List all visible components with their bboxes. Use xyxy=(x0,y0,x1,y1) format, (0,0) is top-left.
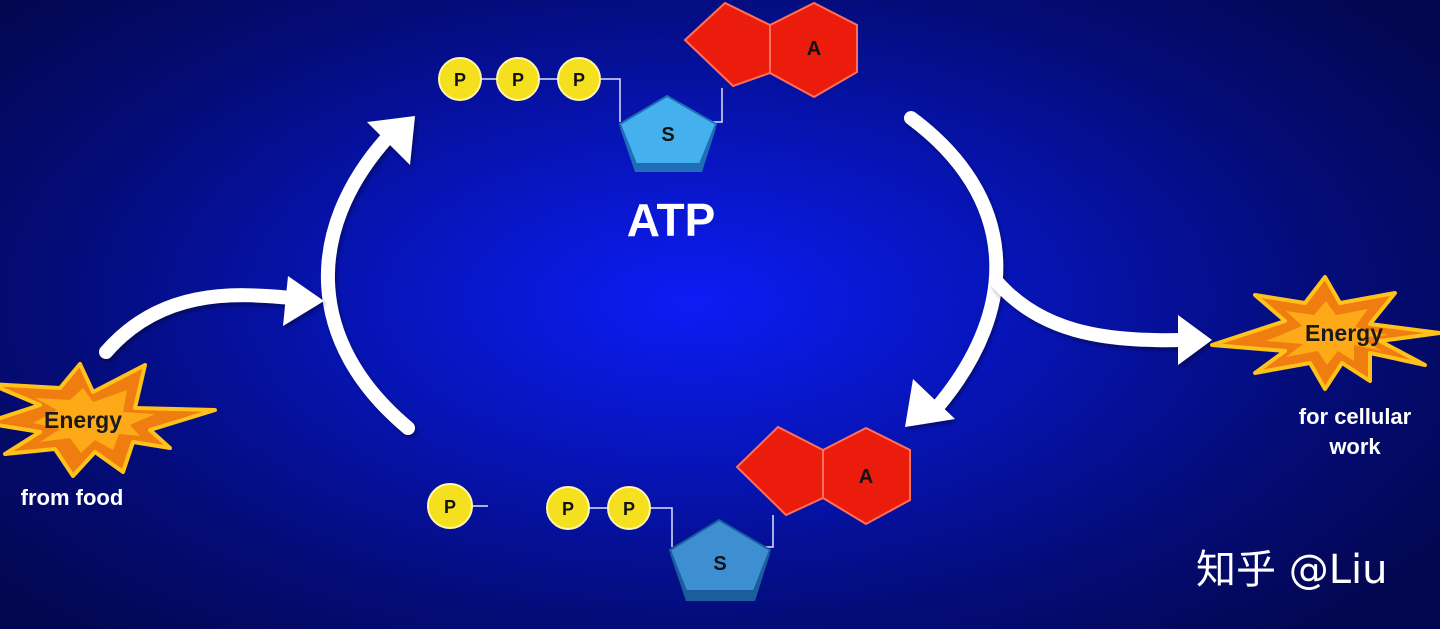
energy-out-caption-line2: work xyxy=(1329,434,1381,459)
energy-out-caption: for cellular work xyxy=(1260,402,1440,462)
energy-output-arrow-icon xyxy=(991,276,1212,365)
adenine-ring-icon xyxy=(822,426,911,526)
energy-input-arrow-icon xyxy=(99,276,324,359)
cycle-arrow-down-icon xyxy=(904,111,1004,427)
adenine-label: A xyxy=(859,466,873,488)
phosphate-icon xyxy=(438,57,482,101)
phosphate-label: P xyxy=(562,499,574,519)
energy-burst-left: Energy xyxy=(0,362,217,478)
watermark: 知乎 @Liu xyxy=(1196,547,1388,593)
atp-title: ATP xyxy=(627,194,716,246)
energy-out-label: Energy xyxy=(1305,320,1383,346)
atp-molecule: P P P S A xyxy=(438,1,858,172)
phosphate-icon xyxy=(546,486,590,530)
phosphate-icon xyxy=(557,57,601,101)
adenine-label: A xyxy=(807,38,821,60)
cycle-arrow-up-icon xyxy=(321,116,415,435)
phosphate-icon xyxy=(427,483,473,529)
phosphate-label: P xyxy=(444,497,456,517)
phosphate-label: P xyxy=(454,70,466,90)
energy-burst-right: Energy xyxy=(1210,275,1440,391)
adp-molecule: P P P S A xyxy=(427,425,911,601)
energy-in-caption: from food xyxy=(20,485,124,510)
sugar-icon xyxy=(618,94,718,165)
adenine-ring-icon xyxy=(683,1,771,88)
adenine-ring-icon xyxy=(735,425,824,517)
energy-in-label: Energy xyxy=(44,407,122,433)
phosphate-label: P xyxy=(512,70,524,90)
phosphate-label: P xyxy=(573,70,585,90)
sugar-icon xyxy=(668,518,772,592)
phosphate-label: P xyxy=(623,499,635,519)
adenine-ring-icon xyxy=(769,1,858,99)
sugar-label: S xyxy=(713,553,726,575)
phosphate-icon xyxy=(496,57,540,101)
phosphate-icon xyxy=(607,486,651,530)
sugar-label: S xyxy=(661,124,674,146)
energy-out-caption-line1: for cellular xyxy=(1298,404,1412,429)
